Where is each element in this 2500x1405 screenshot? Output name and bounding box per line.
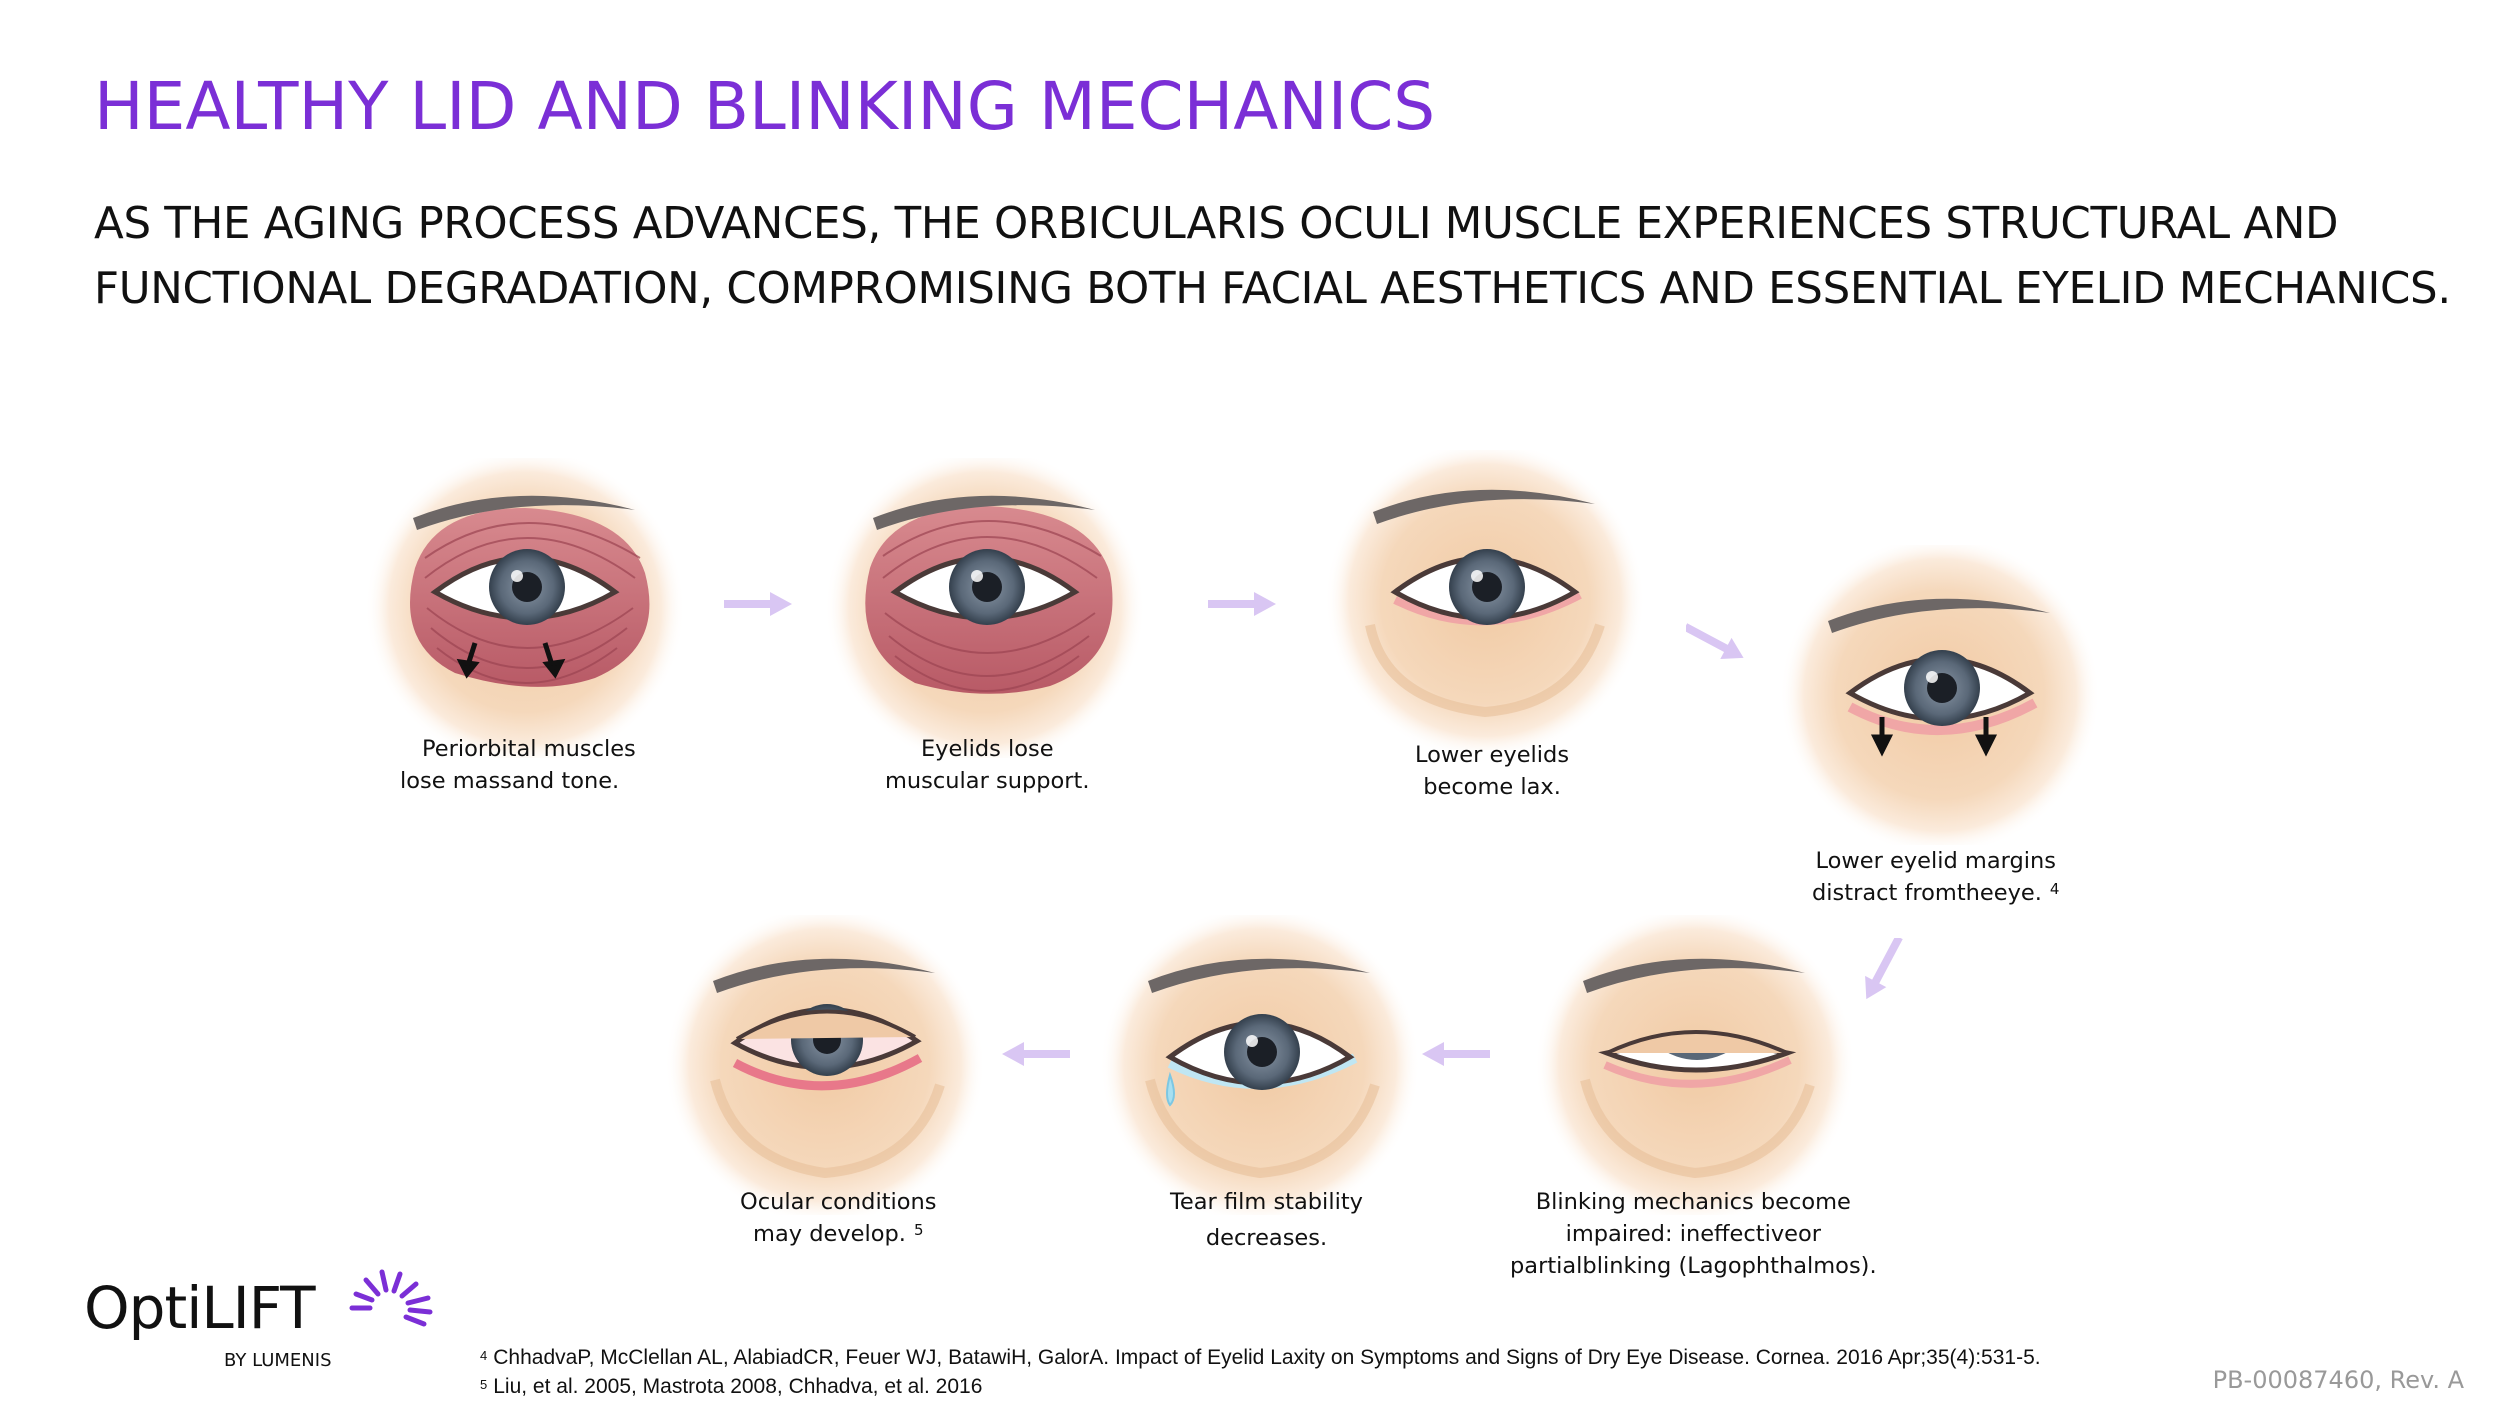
reference-number: 5 [480, 1377, 488, 1392]
stage-5-line-1: Blinking mechanics become [1535, 1189, 1851, 1215]
reference-text: ChhadvaP, McClellan AL, AlabiadCR, Feuer… [493, 1346, 2041, 1369]
stage-6-illustration [1100, 915, 1420, 1215]
arrow-left-icon [1002, 1042, 1070, 1066]
stage-3-illustration [1325, 450, 1645, 750]
stage-6-line-1: Tear film stability [1170, 1189, 1363, 1215]
reference-item: 4 ChhadvaP, McClellan AL, AlabiadCR, Feue… [480, 1343, 2041, 1372]
page-title: HEALTHY LID AND BLINKING MECHANICS [94, 68, 1436, 145]
partial-blink-icon [1535, 915, 1855, 1215]
stage-7-illustration [665, 915, 985, 1215]
document-code: PB-00087460, Rev. A [2212, 1366, 2464, 1394]
tear-film-icon [1100, 915, 1420, 1215]
logo-brand: OptiLIFT [84, 1274, 316, 1342]
stage-4-line-2: distract fromtheeye. [1812, 880, 2042, 906]
reference-number: 4 [480, 1348, 488, 1363]
stage-1-line-2: lose massand tone. [400, 768, 620, 794]
reference-item: 5 Liu, et al. 2005, Mastrota 2008, Chhadv… [480, 1372, 2041, 1401]
stage-2-caption: Eyelids lose muscular support. [885, 733, 1090, 797]
stage-5-illustration [1535, 915, 1855, 1215]
stage-5-line-3: partialblinking (Lagophthalmos). [1510, 1253, 1877, 1279]
stage-7-reference: 5 [913, 1221, 924, 1239]
stage-1-line-1: Periorbital muscles [422, 736, 636, 762]
eye-muscle-icon [365, 458, 685, 758]
reference-text: Liu, et al. 2005, Mastrota 2008, Chhadva… [493, 1375, 983, 1398]
ocular-condition-icon [665, 915, 985, 1215]
stage-5-line-2: impaired: ineffectiveor [1565, 1221, 1822, 1247]
lid-distraction-icon [1780, 545, 2100, 845]
stage-7-caption: Ocular conditions may develop. 5 [740, 1186, 937, 1250]
stage-1-caption: Periorbital muscles lose massand tone. [400, 733, 636, 797]
stage-2-line-2: muscular support. [885, 768, 1090, 794]
stage-4-reference: 4 [2049, 880, 2060, 898]
logo-byline: BY LUMENIS [224, 1350, 332, 1371]
stage-3-line-2: become lax. [1423, 774, 1561, 800]
arrow-down-right-icon [1686, 623, 1744, 660]
stage-4-line-1: Lower eyelid margins [1815, 848, 2057, 874]
arrow-right-icon [724, 592, 792, 616]
subtitle-line-1: AS THE AGING PROCESS ADVANCES, THE ORBIC… [94, 199, 2339, 249]
stage-4-illustration [1780, 545, 2100, 845]
arrow-left-icon [1422, 1042, 1490, 1066]
eye-muscle-icon [825, 458, 1145, 758]
stage-4-caption: Lower eyelid margins distract fromtheeye… [1812, 845, 2059, 909]
stage-1-illustration [365, 458, 685, 758]
stage-2-line-1: Eyelids lose [920, 736, 1054, 762]
stage-5-caption: Blinking mechanics become impaired: inef… [1510, 1186, 1877, 1282]
arrow-down-left-icon [1865, 938, 1903, 1000]
stage-2-illustration [825, 458, 1145, 758]
subtitle-line-2: FUNCTIONAL DEGRADATION, COMPROMISING BOT… [94, 264, 2451, 314]
page-subtitle: AS THE AGING PROCESS ADVANCES, THE ORBIC… [94, 192, 2494, 322]
stage-6-caption: Tear film stability decreases. [1170, 1186, 1363, 1254]
references: 4 ChhadvaP, McClellan AL, AlabiadCR, Feue… [480, 1343, 2041, 1401]
stage-7-line-1: Ocular conditions [740, 1189, 937, 1215]
stage-3-line-1: Lower eyelids [1415, 742, 1570, 768]
stage-7-line-2: may develop. [753, 1221, 906, 1247]
stage-6-line-2: decreases. [1205, 1225, 1328, 1251]
lax-eyelid-icon [1325, 450, 1645, 750]
arrow-right-icon [1208, 592, 1276, 616]
optilift-logo: OptiLIFT BY LUMENIS [84, 1269, 433, 1371]
stage-3-caption: Lower eyelids become lax. [1415, 739, 1569, 803]
logo-burst-icon [349, 1269, 433, 1327]
